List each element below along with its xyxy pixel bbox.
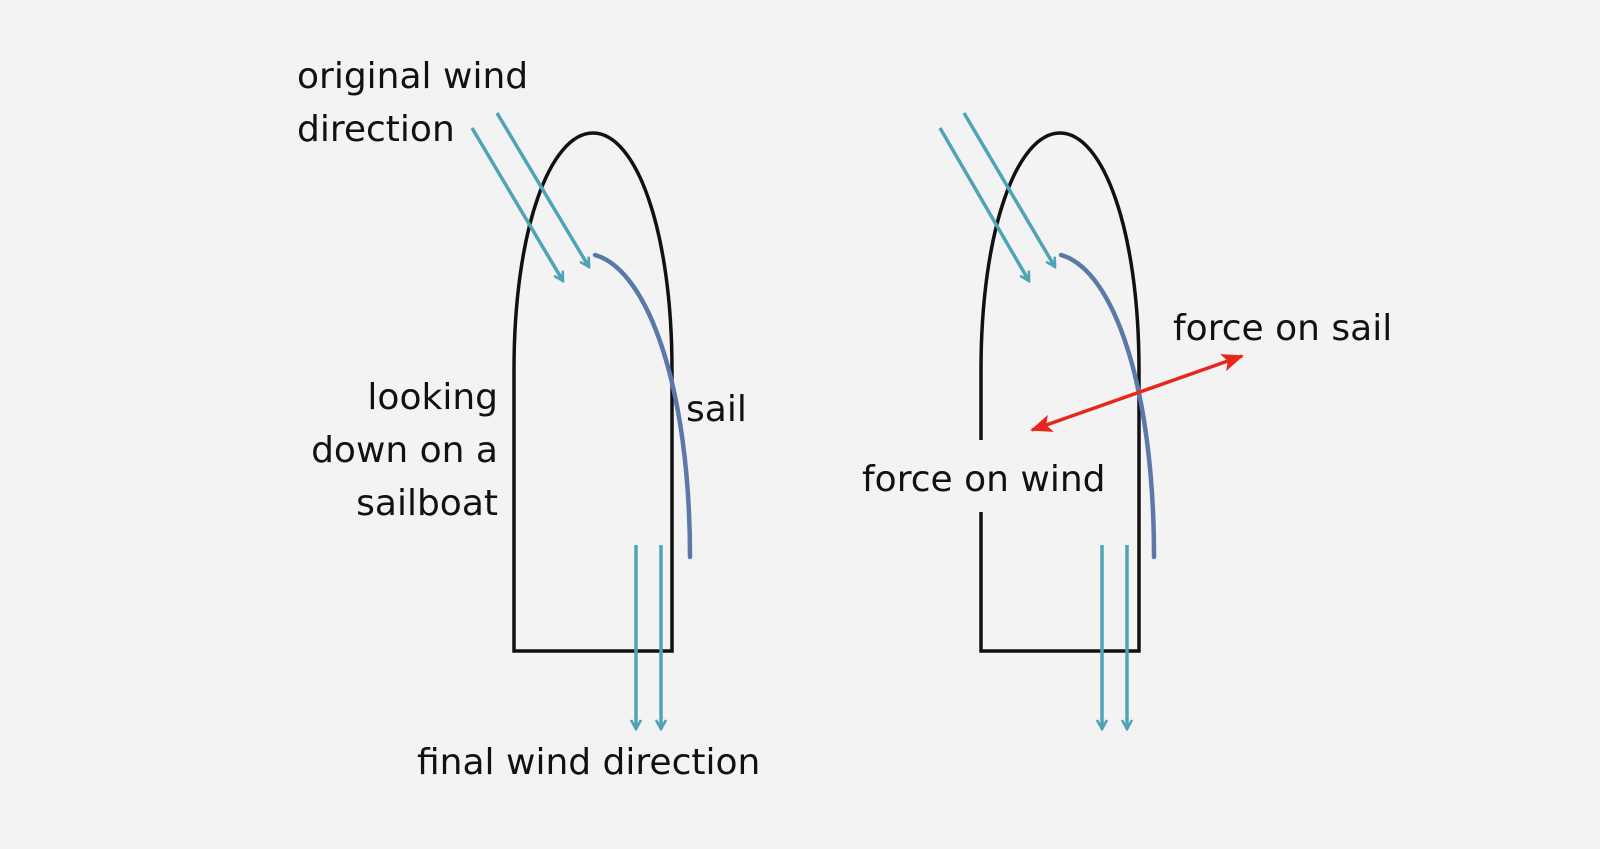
final-wind-label: final wind direction: [417, 742, 760, 783]
left-incoming-wind-arrow-1: [470, 127, 565, 281]
left-incoming-wind-arrow-2: [495, 112, 591, 267]
force-on-wind-arrow: [1030, 391, 1138, 432]
looking-down-label-line2: down on a: [311, 430, 498, 471]
force-on-sail-label: force on sail: [1173, 308, 1392, 349]
force-on-sail-arrow: [1136, 354, 1244, 395]
original-wind-label-line2: direction: [297, 109, 455, 150]
force-on-wind-label: force on wind: [862, 459, 1106, 500]
left-panel: original wind direction looking down on …: [297, 56, 760, 783]
left-hull: [512, 131, 674, 653]
sail-label: sail: [686, 389, 747, 430]
looking-down-label-line3: sailboat: [356, 483, 498, 524]
left-sail: [592, 252, 693, 560]
right-incoming-wind-arrow-1: [938, 127, 1031, 281]
right-sail: [1058, 252, 1157, 560]
original-wind-label-line1: original wind: [297, 56, 528, 97]
right-hull: [979, 131, 1141, 653]
looking-down-label-line1: looking: [367, 377, 498, 418]
right-panel: force on sail force on wind: [862, 112, 1392, 729]
right-incoming-wind-arrow-2: [962, 112, 1057, 267]
